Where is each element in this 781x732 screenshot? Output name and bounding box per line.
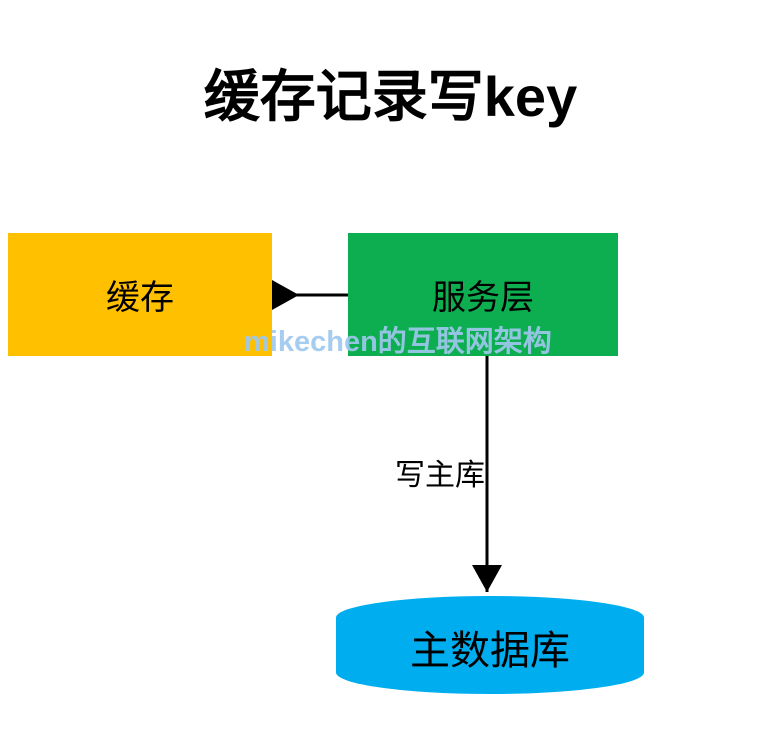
diagram-title: 缓存记录写key (203, 65, 578, 128)
node-cache[interactable]: 缓存 (8, 233, 272, 356)
edge-label-write-master: 写主库 (395, 459, 485, 492)
node-service-layer-label: 服务层 (432, 279, 534, 317)
node-master-database[interactable]: 主数据库 (336, 596, 644, 694)
node-master-database-label: 主数据库 (410, 629, 570, 673)
node-cache-label: 缓存 (106, 279, 174, 317)
node-service-layer[interactable]: 服务层 (348, 233, 618, 356)
